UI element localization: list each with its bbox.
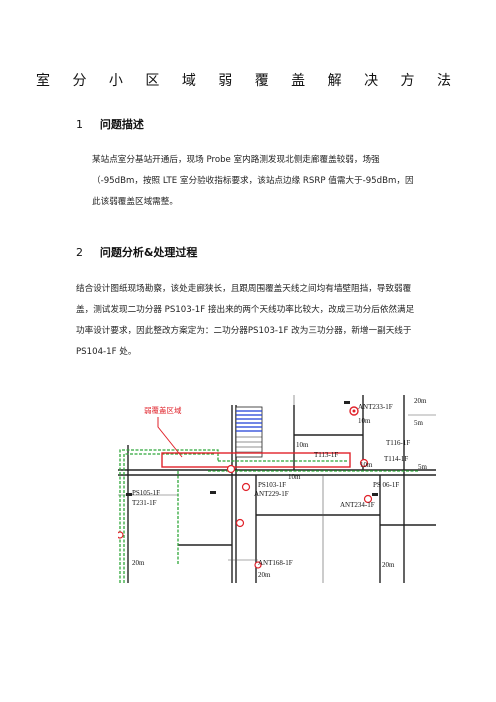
stair-steps (236, 410, 262, 432)
floor-plan-figure: 弱覆盖区域 20m ANT233-1F 10m 5m (118, 375, 436, 583)
weak-coverage-callout: 弱覆盖区域 (144, 405, 351, 468)
plan-label: ANT233-1F (358, 403, 393, 411)
plan-label: 5m (414, 419, 424, 427)
antenna-icon (118, 531, 124, 539)
plan-labels: 20m ANT233-1F 10m 5m T116-1F 10m T113-1F… (132, 397, 428, 579)
section-1-body: 某站点室分基站开通后，现场 Probe 室内路测发现北侧走廊覆盖较弱，场强（-9… (92, 155, 414, 207)
section-number: 1 (76, 118, 83, 131)
plan-label: 20m (258, 571, 271, 579)
stairwell (235, 406, 263, 458)
plan-label: ANT168-1F (258, 559, 293, 567)
plan-label: 10m (296, 441, 309, 449)
plan-label: ANT229-1F (254, 490, 289, 498)
section-2-body: 结合设计图纸现场勘察，该处走廊狭长，且跟周围覆盖天线之间均有墙壁阻挡，导致弱覆盖… (76, 284, 415, 357)
callout-label: 弱覆盖区域 (144, 405, 182, 415)
plan-label: T116-1F (386, 439, 410, 447)
feeder-cable (119, 449, 418, 583)
plan-label: T114-1F (384, 455, 408, 463)
plan-label: PS103-1F (258, 481, 286, 489)
antenna-icon (363, 494, 373, 504)
plan-label: 10m (358, 417, 371, 425)
section-heading-text: 问题描述 (99, 118, 144, 131)
section-heading-text: 问题分析&处理过程 (99, 246, 198, 259)
antenna-icon (235, 518, 245, 528)
weak-coverage-box (161, 452, 351, 468)
document-title: 室 分 小 区 域 弱 覆 盖 解 决 方 法 (36, 73, 460, 89)
antenna-icon (254, 561, 262, 569)
section-1-heading: 1 问题描述 (76, 116, 144, 132)
plan-label: 10m (288, 473, 301, 481)
antenna-icon (226, 464, 236, 474)
plan-label: 20m (132, 559, 145, 567)
plan-label: 20m (414, 397, 427, 405)
section-number: 2 (76, 246, 83, 259)
section-2-heading: 2 问题分析&处理过程 (76, 244, 197, 260)
floor-plan-drawing: 弱覆盖区域 20m ANT233-1F 10m 5m (118, 395, 436, 583)
antenna-icon (241, 482, 251, 492)
plan-label: ANT234-1F (340, 501, 375, 509)
plan-label: PS105-1F (132, 489, 160, 497)
splitter-markers (126, 401, 378, 496)
plan-label: T231-1F (132, 499, 157, 507)
plan-label: PS 06-1F (373, 481, 399, 489)
antennas (118, 406, 373, 569)
plan-label: 10m (360, 461, 373, 469)
antenna-icon (359, 458, 369, 468)
wall-lines (118, 395, 436, 583)
plan-label: 5m (418, 463, 428, 471)
plan-label: T113-1F (314, 451, 338, 459)
plan-label: 20m (382, 561, 395, 569)
thin-lines (118, 395, 436, 583)
